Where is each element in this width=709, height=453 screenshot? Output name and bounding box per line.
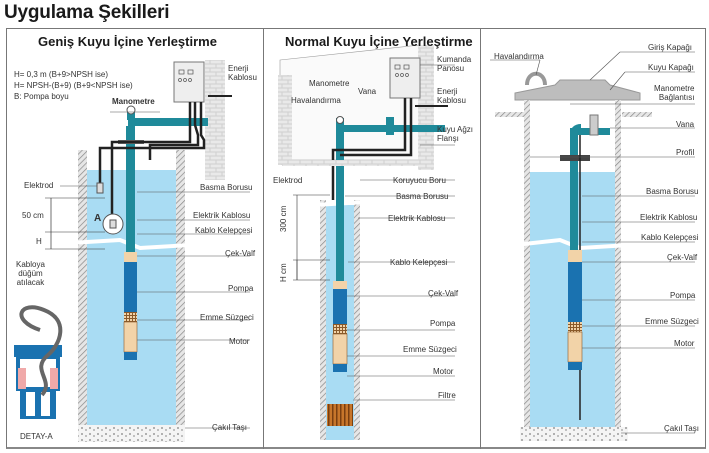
label-pompa: Pompa [228,284,254,293]
motor [332,333,348,365]
casing-right [354,200,360,440]
label-dim-300cm: 300 cm [279,205,288,232]
label-cek-valf: Çek-Valf [225,249,256,258]
motor [123,321,138,353]
panel-title-normal-well: Normal Kuyu İçine Yerleştirme [285,34,473,49]
label-pompa: Pompa [670,291,696,300]
well-wall-left [78,150,87,425]
suction-strainer [333,324,347,334]
panel-3-drawing [490,51,695,441]
label-dim-50cm: 50 cm [22,211,44,220]
well-cover [514,79,641,101]
label-havalandirma: Havalandırma [291,96,341,105]
label-emme-suzgeci: Emme Süzgeci [403,345,457,354]
suction-strainer [568,322,582,332]
brick-wall [278,75,292,165]
label-kablo-kelepcesi: Kablo Kelepçesi [641,233,699,242]
gravel [520,427,628,441]
label-dim-h-cm: H cm [279,263,288,282]
riser-pipe [570,135,578,250]
label-basma-borusu: Basma Borusu [396,192,449,201]
label-cek-valf: Çek-Valf [667,253,698,262]
panel-1-drawing [14,60,250,442]
label-motor: Motor [433,367,454,376]
gravel [78,425,185,442]
page-title: Uygulama Şekilleri [4,2,170,23]
label-kablo-kelepcesi: Kablo Kelepçesi [195,226,253,235]
label-elektrik-kablosu: Elektrik Kablosu [193,211,251,220]
label-kablo-kelepcesi: Kablo Kelepçesi [390,258,448,267]
label-kumanda-panosu: Kumanda Panosu [437,55,472,73]
label-pompa: Pompa [430,319,456,328]
label-havalandirma: Havalandırma [494,52,544,61]
panel-divider [263,28,264,449]
check-valve [124,252,137,262]
label-giris-kapagi: Giriş Kapağı [648,43,693,52]
casing-left [320,200,326,440]
well-wall-right [615,100,621,430]
vent-icon [525,71,547,86]
label-basma-borusu: Basma Borusu [646,187,699,196]
label-detay-a: DETAY-A [20,432,53,441]
label-cakil-tasi: Çakıl Taşı [664,424,699,433]
detail-a-drawing [14,305,63,419]
filter [327,404,353,426]
formula-line: H= 0,3 m (B+9>NPSH ise) [14,70,109,79]
label-elektrod: Elektrod [24,181,54,190]
label-detail-a: A [94,213,102,224]
label-emme-suzgeci: Emme Süzgeci [200,313,254,322]
discharge-pipe [128,118,208,126]
label-vana: Vana [358,87,377,96]
label-cek-valf: Çek-Valf [428,289,459,298]
label-elektrik-kablosu: Elektrik Kablosu [640,213,698,222]
control-panel-icon [389,57,421,99]
formula-line: B: Pompa boyu [14,92,69,101]
panel-title-wide-well: Geniş Kuyu İçine Yerleştirme [38,34,217,49]
label-koruyucu-boru: Koruyucu Boru [393,176,446,185]
label-manometre: Manometre [112,97,155,106]
label-kuyu-kapagi: Kuyu Kapağı [648,63,694,72]
label-elektrik-kablosu: Elektrik Kablosu [388,214,446,223]
label-dim-h: H [36,237,42,246]
label-cakil-tasi: Çakıl Taşı [212,423,247,432]
pump-body [333,289,347,324]
pump-body [568,262,582,322]
label-kabloya-dugum: Kabloya düğüm atılacak [16,260,45,287]
well-wall-right [176,150,185,425]
motor [567,331,583,363]
label-enerji-kablosu: Enerji Kablosu [228,64,257,82]
label-basma-borusu: Basma Borusu [200,183,253,192]
panel-divider [480,28,481,449]
diagram-frame [6,28,706,449]
panel-2-drawing [278,44,455,440]
riser-pipe [126,126,135,256]
electrode-icon [96,182,104,194]
riser-pipe [336,166,344,281]
label-enerji-kablosu: Enerji Kablosu [437,87,466,105]
label-emme-suzgeci: Emme Süzgeci [645,317,699,326]
check-valve [568,250,582,262]
formula-line: H= NPSH-(B+9) (B+9<NPSH ise) [14,81,133,90]
label-manometre: Manometre [309,79,350,88]
brick-wall [205,60,225,180]
label-kuyu-agzi-flansi: Kuyu Ağzı Flanşı [437,125,474,143]
pump-body [124,262,137,312]
check-valve [333,281,347,289]
label-vana: Vana [676,120,695,129]
label-manometre-baglantisi: Manometre Bağlantısı [654,84,695,102]
label-profil: Profil [676,148,695,157]
label-elektrod: Elektrod [273,176,303,185]
suction-strainer [124,312,137,322]
control-panel-icon [173,61,205,103]
label-filtre: Filtre [438,391,456,400]
label-motor: Motor [229,337,250,346]
cable [331,98,407,200]
well-wall-left [524,100,530,430]
label-motor: Motor [674,339,695,348]
